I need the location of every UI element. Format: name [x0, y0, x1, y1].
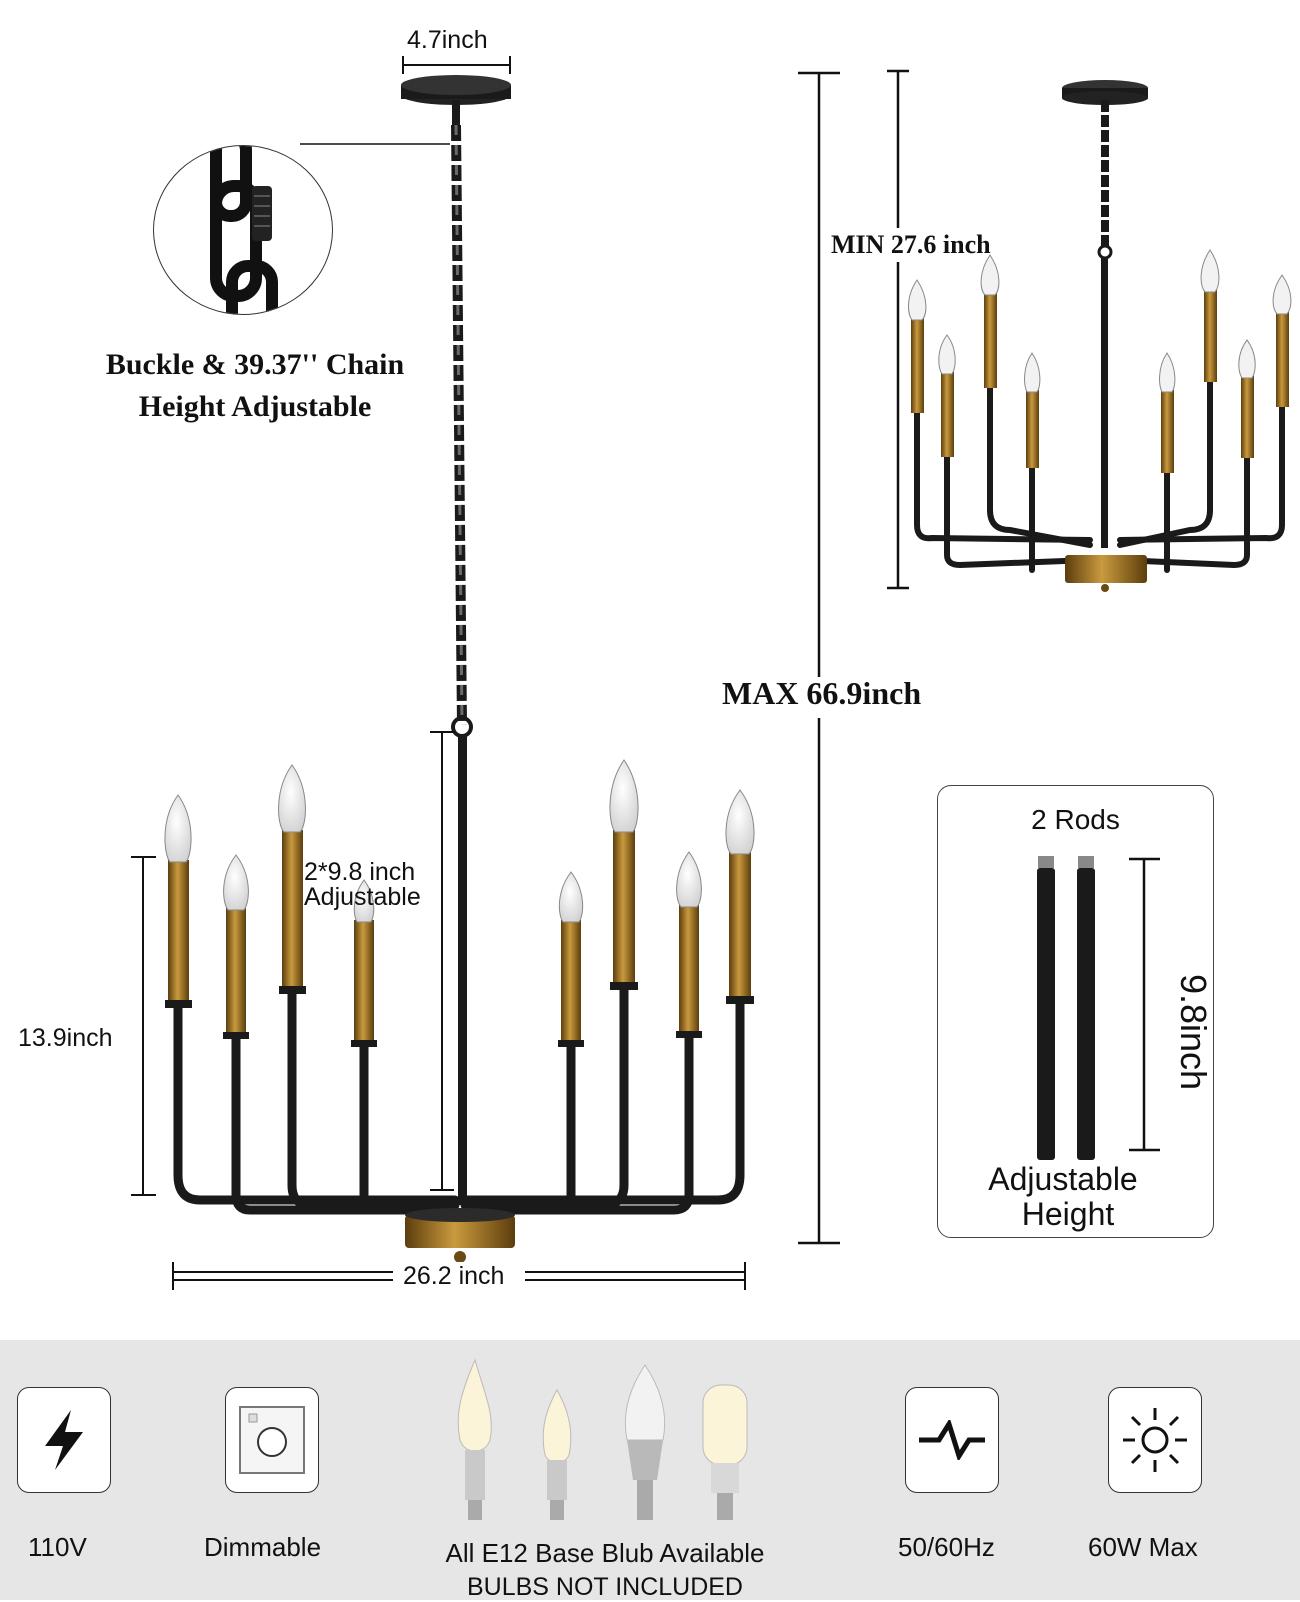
main-chandelier-illustration	[131, 56, 909, 1290]
dimmable-label: Dimmable	[204, 1532, 322, 1562]
wattage-label: 60W Max	[1088, 1532, 1198, 1562]
bulbs-not-included-label: BULBS NOT INCLUDED	[467, 1573, 743, 1601]
rod-adjust-line2: Adjustable	[304, 883, 421, 911]
flame-tip-bulb-icon	[457, 1358, 492, 1520]
chain-note-line1: Buckle & 39.37'' Chain	[105, 348, 405, 381]
candle-led-bulb-icon	[542, 1388, 572, 1520]
chain-buckle-detail	[153, 145, 333, 315]
product-diagram: 4.7inch Buckle & 39.37'' Chain Height Ad…	[18, 26, 1292, 1291]
max-height-label: MAX 66.9inch	[722, 675, 922, 711]
voltage-label: 110V	[28, 1532, 87, 1562]
rod-adjust-line1: 2*9.8 inch	[304, 858, 416, 886]
rods-title: 2 Rods	[1031, 804, 1120, 835]
dimmable-badge	[225, 1387, 319, 1493]
frequency-badge	[905, 1387, 999, 1493]
buckle-icon	[210, 146, 278, 314]
bulb-types-illustration	[457, 1358, 748, 1520]
corn-led-bulb-icon	[624, 1364, 666, 1520]
chain-note-line2: Height Adjustable	[138, 390, 372, 423]
dimmer-switch-icon	[239, 1406, 305, 1474]
pulse-wave-icon	[919, 1420, 985, 1460]
lightning-icon	[45, 1410, 83, 1470]
spec-strip: 110V Dimmable All E12 Ba	[0, 1340, 1300, 1601]
voltage-badge	[17, 1387, 111, 1493]
bulbs-compatibility-label: All E12 Base Blub Available	[445, 1538, 765, 1568]
rods-adjust-line2: Height	[1021, 1196, 1115, 1232]
top-width-label: 4.7inch	[407, 26, 488, 54]
min-height-label: MIN 27.6 inch	[831, 230, 991, 259]
sun-icon	[1123, 1408, 1187, 1472]
wattage-badge	[1108, 1387, 1202, 1493]
rod-length-label: 9.8inch	[1173, 973, 1214, 1091]
compact-chandelier-illustration	[908, 80, 1292, 592]
fixture-height-label: 13.9inch	[18, 1024, 113, 1052]
rods-panel: 2 Rods 9.8inch Adjustable Height	[937, 785, 1214, 1238]
frequency-label: 50/60Hz	[898, 1532, 995, 1562]
tubular-led-bulb-icon	[702, 1384, 748, 1520]
extension-rods-icon	[1037, 856, 1160, 1160]
fixture-width-label: 26.2 inch	[400, 1262, 508, 1291]
rods-adjust-line1: Adjustable	[988, 1161, 1138, 1197]
